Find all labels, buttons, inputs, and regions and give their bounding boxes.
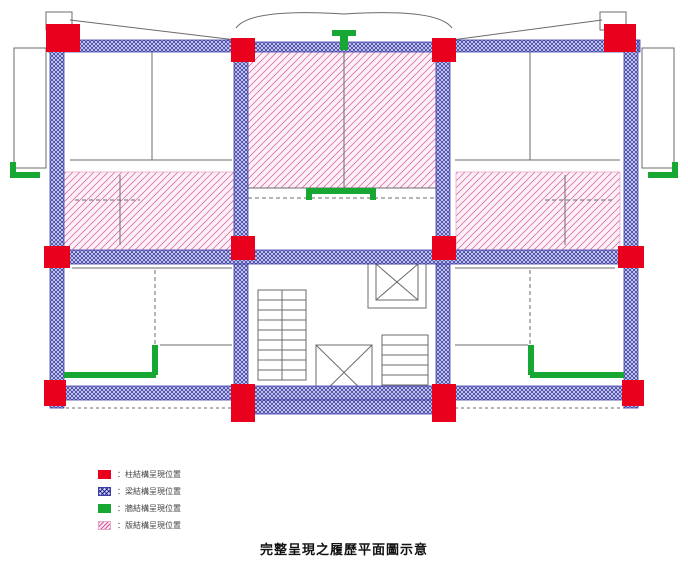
walls bbox=[10, 30, 678, 378]
legend: ：柱結構呈現位置 ：梁結構呈現位置 ：牆結構呈現位置 ：版結構呈現位置 bbox=[98, 466, 181, 534]
legend-label: ：版結構呈現位置 bbox=[117, 521, 181, 530]
legend-label: ：牆結構呈現位置 bbox=[117, 504, 181, 513]
wall-swatch bbox=[98, 504, 111, 513]
legend-item-beam: ：梁結構呈現位置 bbox=[98, 483, 181, 500]
columns bbox=[44, 24, 644, 422]
legend-label: ：梁結構呈現位置 bbox=[117, 487, 181, 496]
legend-item-slab: ：版結構呈現位置 bbox=[98, 517, 181, 534]
column-swatch bbox=[98, 470, 111, 479]
slab-left-corridor bbox=[61, 171, 235, 251]
slab-right-corridor bbox=[455, 171, 621, 251]
slab-center-top bbox=[247, 49, 437, 189]
legend-item-column: ：柱結構呈現位置 bbox=[98, 466, 181, 483]
legend-label: ：柱結構呈現位置 bbox=[117, 470, 181, 479]
interior-lines bbox=[13, 11, 675, 409]
legend-item-wall: ：牆結構呈現位置 bbox=[98, 500, 181, 517]
beam-swatch bbox=[98, 487, 111, 496]
slab-swatch bbox=[98, 521, 111, 530]
figure-caption: 完整呈現之履歷平面圖示意 bbox=[259, 543, 428, 558]
beams bbox=[47, 39, 641, 415]
slab-areas bbox=[61, 49, 621, 251]
floor-plan bbox=[10, 11, 678, 422]
